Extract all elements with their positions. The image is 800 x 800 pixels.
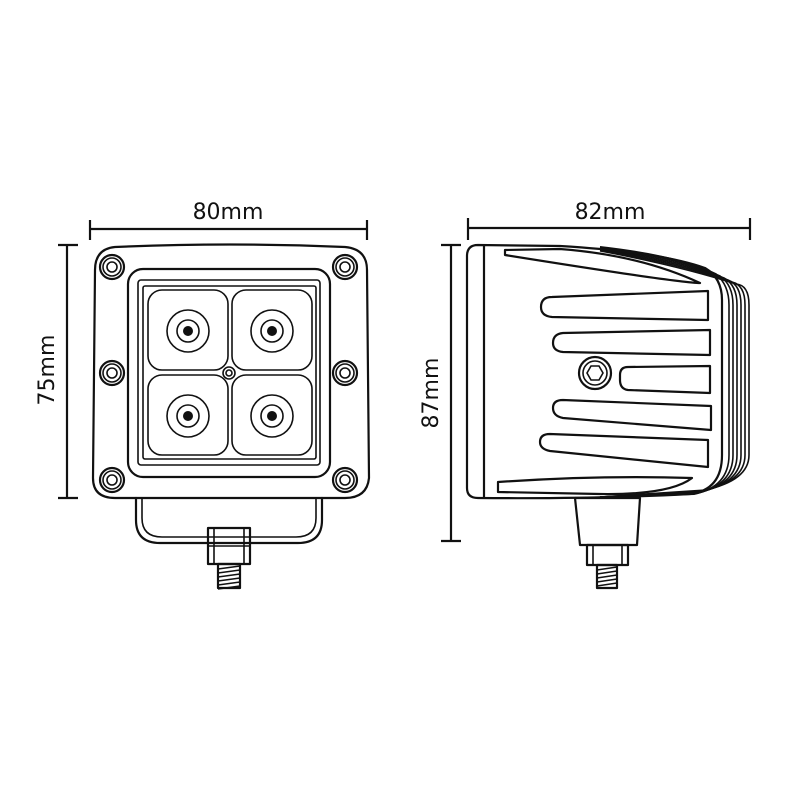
lens-window: [137, 279, 321, 466]
mount-stem: [573, 496, 642, 547]
screw: [331, 466, 359, 494]
adjustment-bolt: [577, 355, 613, 391]
side-width-dimension: 82mm: [466, 200, 752, 240]
side-nut: [585, 543, 630, 567]
led-cells: [147, 289, 313, 456]
side-view: 82mm 87mm: [419, 200, 752, 590]
side-bolt: [595, 563, 619, 590]
center-screw-inner: [225, 369, 233, 377]
front-height-dimension: 75mm: [35, 243, 78, 500]
fin-slot-4: [551, 398, 713, 432]
top-fin: [503, 247, 702, 285]
screw: [98, 466, 126, 494]
led-cell: [147, 374, 229, 456]
led-lens: [250, 309, 294, 353]
fin-slot-2: [551, 328, 712, 357]
front-width-dimension: 80mm: [88, 200, 369, 240]
front-nut: [206, 526, 252, 566]
housing-outline: [91, 243, 371, 500]
led-cell: [231, 374, 313, 456]
fin-slot-3: [618, 364, 712, 395]
side-width-label: 82mm: [575, 200, 646, 225]
front-height-label: 75mm: [35, 335, 60, 406]
heatsink-ribs: [599, 246, 750, 498]
front-view: 80mm 75mm: [35, 200, 371, 590]
mounting-bracket: [134, 496, 324, 545]
screw: [98, 253, 126, 281]
side-height-dimension: 87mm: [419, 243, 461, 543]
bottom-fin: [496, 476, 694, 496]
fin-slot-1: [539, 289, 710, 322]
screw: [98, 359, 126, 387]
front-width-label: 80mm: [193, 200, 264, 225]
screw: [331, 253, 359, 281]
led-lens: [250, 394, 294, 438]
center-screw: [222, 366, 236, 380]
side-height-label: 87mm: [419, 358, 444, 429]
front-bolt: [216, 562, 242, 590]
fin-slot-5: [538, 432, 710, 469]
screws: [98, 253, 359, 494]
led-cell: [147, 289, 229, 371]
bezel: [126, 267, 332, 479]
screw: [331, 359, 359, 387]
led-cell: [231, 289, 313, 371]
side-housing-outline: [465, 243, 724, 500]
lens-window-inner: [142, 285, 317, 460]
led-lens: [166, 394, 210, 438]
led-lens: [166, 309, 210, 353]
